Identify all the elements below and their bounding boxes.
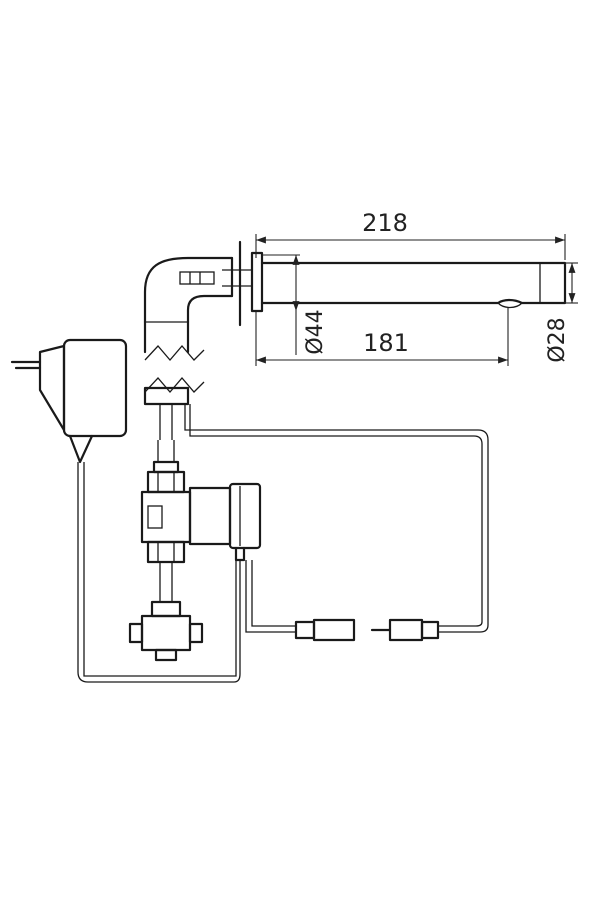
power-cable-outer [77,462,241,683]
solenoid-valve [128,440,262,662]
sensor-cable-inner [189,404,483,627]
dimension-lines: 218 181 Ø44 Ø28 [255,209,578,366]
flange [250,251,264,313]
sensor-cable-connector [245,560,440,642]
dim-label-28: Ø28 [545,317,570,362]
sensor-cable-outer [184,404,489,633]
power-cable-inner [83,462,237,677]
hose-nipple [179,271,215,285]
connector-socket-collar [294,620,316,640]
spout-assembly [143,240,567,633]
valve-body [140,490,192,544]
mixing-valve-bottom [154,648,178,662]
valve-coil [188,486,232,546]
spout-tube [260,261,567,305]
adapter-plug-side [38,344,66,432]
elbow-inner [186,294,234,324]
dim-label-181: 181 [363,329,409,357]
mixing-valve-body [140,614,192,652]
pipe-stub-lower [143,386,190,406]
upper-nut [152,460,180,474]
break-line-upper [144,345,205,361]
connector-plug [388,618,424,642]
dim-label-44: Ø44 [303,309,328,354]
break-line-lower [144,377,205,393]
upper-fitting [146,470,186,494]
elbow-outer [143,256,234,324]
mixing-valve-inlet-left [128,622,144,644]
lower-fitting [146,540,186,564]
power-adapter [10,338,241,683]
dim-label-218: 218 [362,209,408,237]
aerator [497,302,523,309]
connector-plug-collar [420,620,440,640]
connector-socket [312,618,356,642]
mixing-valve-inlet-right [188,622,204,644]
mixing-valve-nut [150,600,182,618]
adapter-strain-relief [68,434,94,464]
coil-cap [228,482,262,550]
adapter-body [62,338,128,438]
